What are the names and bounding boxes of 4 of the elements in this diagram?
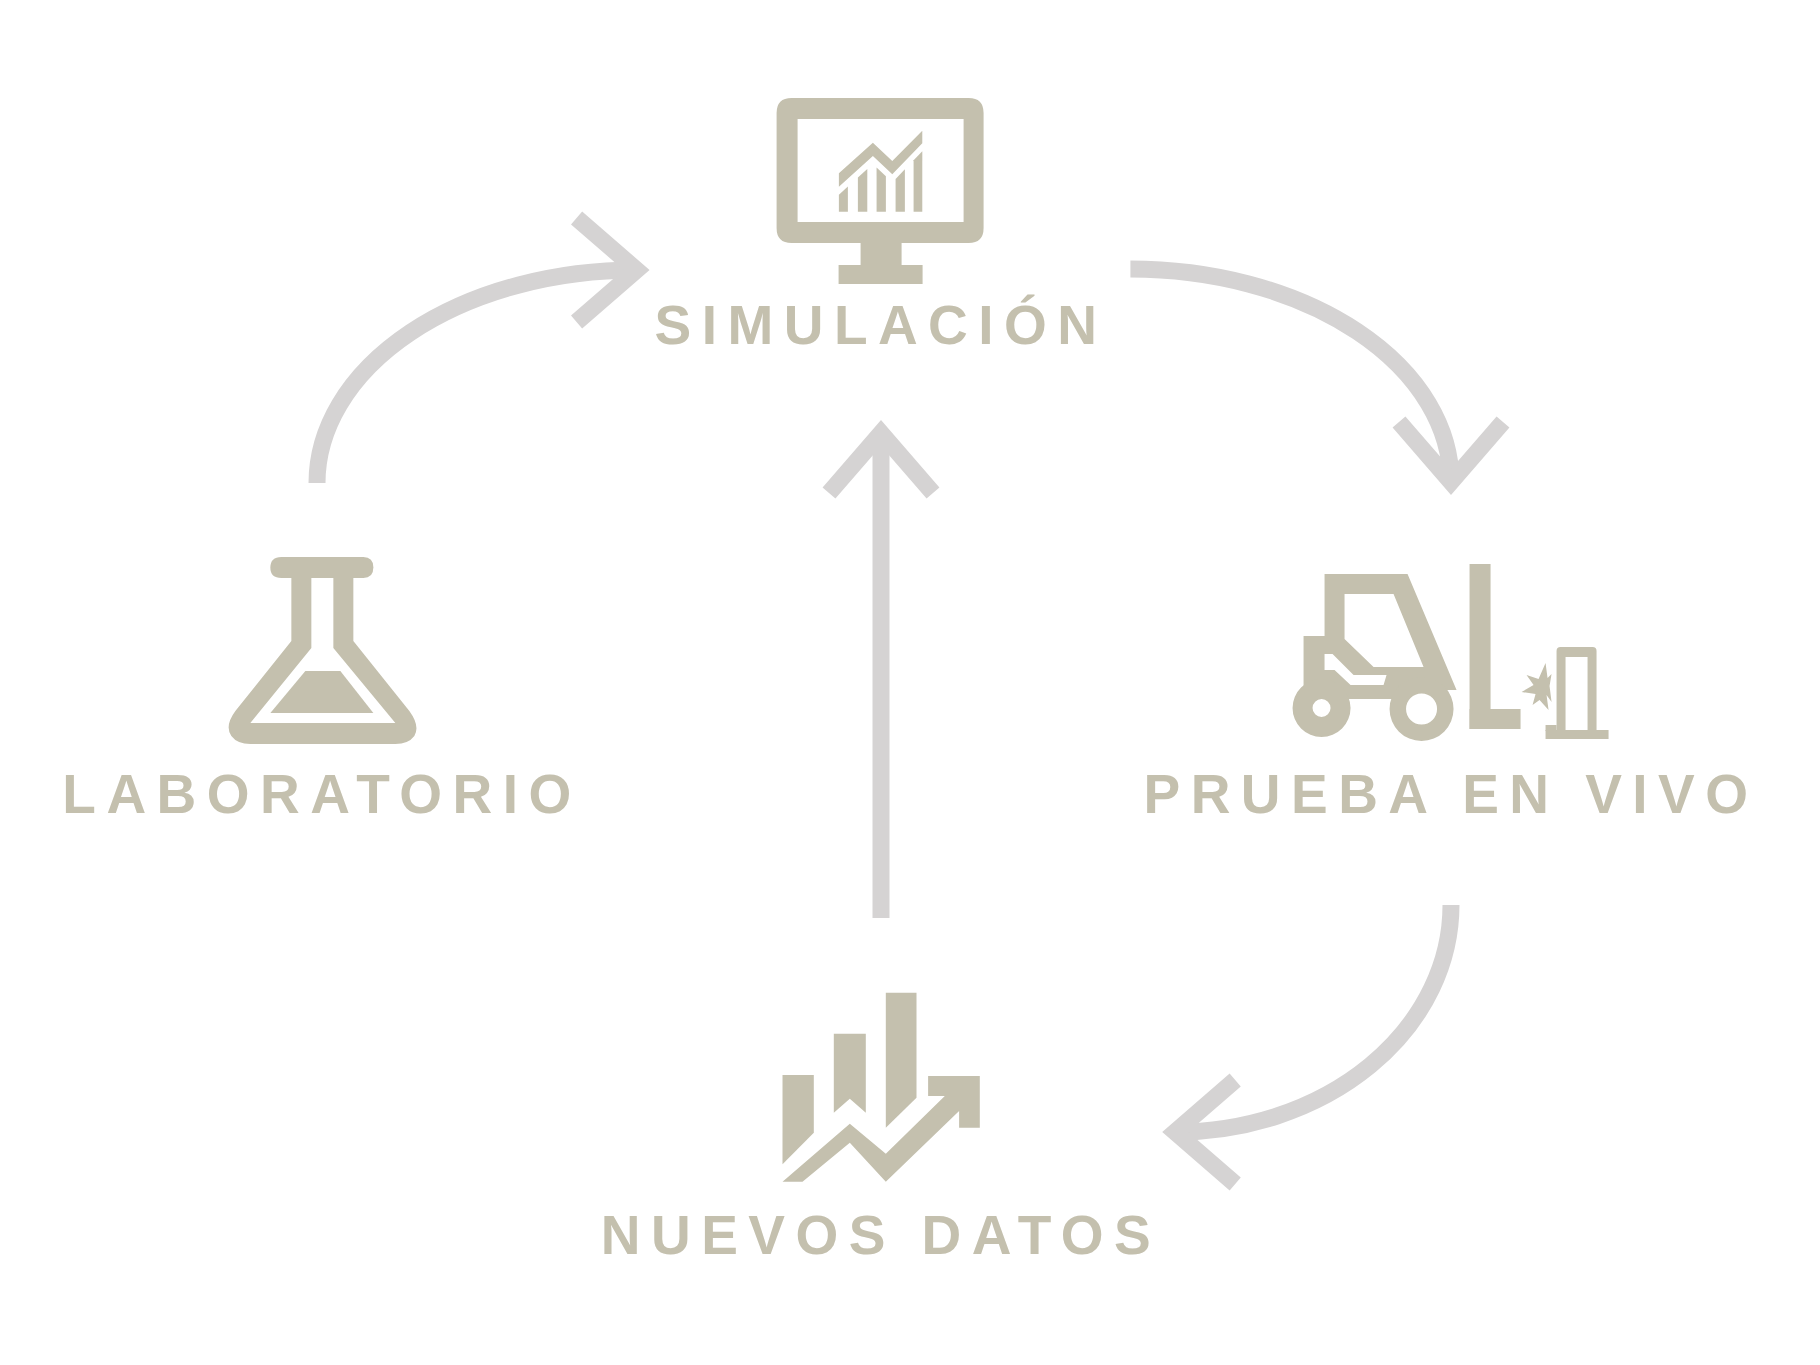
step-label: SIMULACIÓN [654, 293, 1108, 358]
step-label: LABORATORIO [62, 762, 582, 827]
step-label: NUEVOS DATOS [600, 1203, 1162, 1268]
step-label: PRUEBA EN VIVO [1143, 762, 1759, 827]
